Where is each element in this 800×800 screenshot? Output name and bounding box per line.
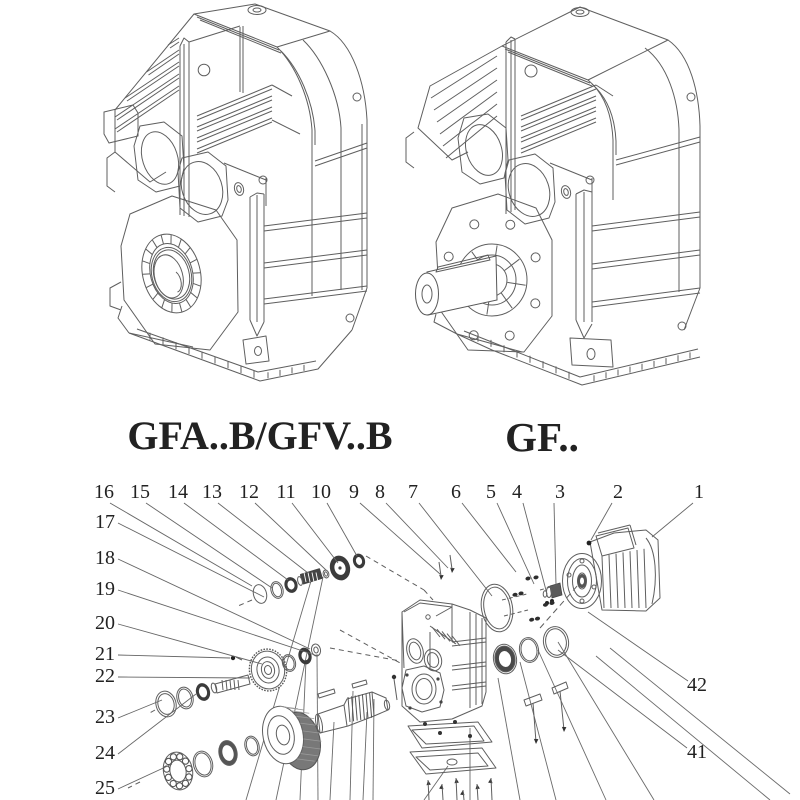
svg-text:3: 3 [555,481,565,503]
svg-text:19: 19 [95,578,115,600]
svg-text:GFA..B/GFV..B: GFA..B/GFV..B [127,413,392,458]
svg-text:13: 13 [202,481,222,503]
svg-text:2: 2 [613,481,623,503]
svg-text:6: 6 [451,481,461,503]
svg-text:15: 15 [130,481,150,503]
svg-text:16: 16 [94,481,114,503]
svg-text:24: 24 [95,742,115,764]
svg-text:23: 23 [95,706,115,728]
svg-text:11: 11 [276,481,295,503]
svg-text:14: 14 [168,481,188,503]
svg-text:42: 42 [687,674,707,696]
svg-text:41: 41 [687,741,707,763]
svg-text:8: 8 [375,481,385,503]
svg-text:25: 25 [95,777,115,799]
svg-text:21: 21 [95,643,115,665]
svg-text:4: 4 [512,481,522,503]
svg-text:18: 18 [95,547,115,569]
svg-text:12: 12 [239,481,259,503]
svg-text:20: 20 [95,612,115,634]
svg-text:1: 1 [694,481,704,503]
svg-text:7: 7 [408,481,418,503]
svg-text:9: 9 [349,481,359,503]
svg-text:5: 5 [486,481,496,503]
svg-text:17: 17 [95,511,115,533]
svg-text:22: 22 [95,665,115,687]
svg-text:GF..: GF.. [505,414,579,460]
svg-text:10: 10 [311,481,331,503]
